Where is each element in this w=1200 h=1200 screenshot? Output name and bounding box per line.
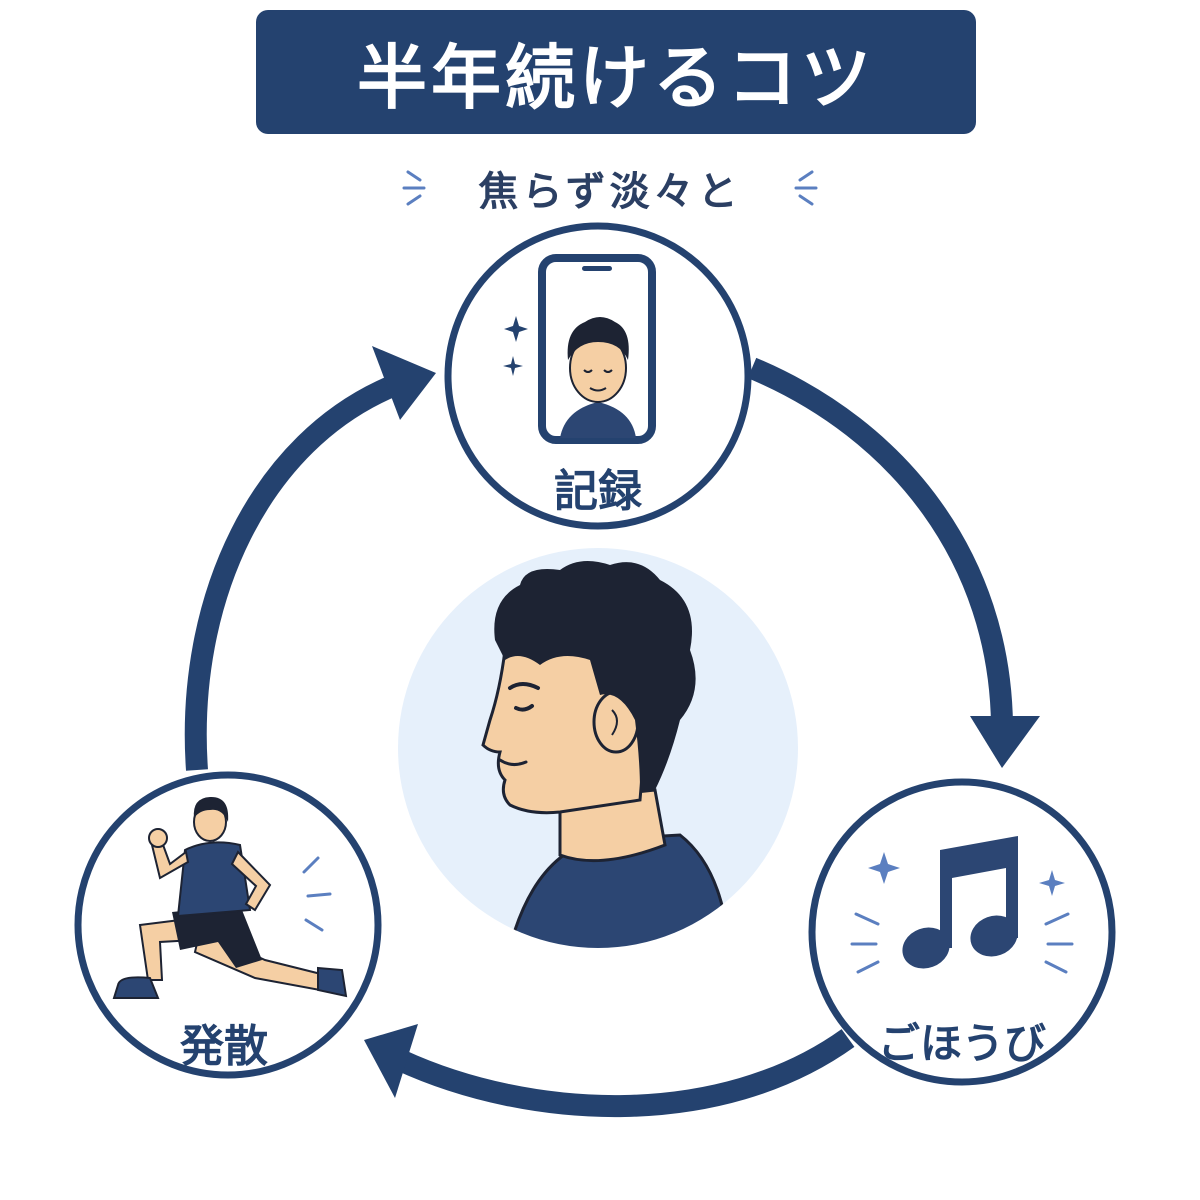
node-label-release: 発散 (180, 1021, 268, 1072)
vibration-lines-icon (850, 912, 1074, 974)
node-record (444, 222, 752, 530)
node-label-reward: ごほうび (877, 1019, 1047, 1068)
node-release (74, 771, 382, 1079)
center-profile (398, 548, 798, 948)
arrowhead-release (364, 1024, 418, 1098)
page-title: 半年続けるコツ (357, 36, 875, 119)
right-spark-icon (794, 170, 818, 206)
man-profile-icon (481, 561, 732, 948)
arrowhead-reward (970, 716, 1040, 768)
motion-lines-icon (302, 856, 332, 932)
arrow-record-to-reward (747, 357, 1013, 726)
sparkle-icon (868, 852, 1065, 896)
node-label-record: 記録 (554, 466, 642, 517)
subtitle-text: 焦らず淡々と (478, 169, 742, 215)
music-note-icon (902, 836, 1018, 969)
left-spark-icon (402, 170, 426, 206)
arrow-reward-to-release (395, 1029, 855, 1118)
arrowhead-record (372, 346, 436, 420)
title-banner: 半年続けるコツ (256, 10, 976, 134)
subtitle-row: 焦らず淡々と (400, 158, 820, 218)
arrow-release-to-record (184, 374, 400, 771)
arrow-heads (364, 346, 1040, 1098)
smartphone-selfie-icon (538, 254, 656, 444)
sparkle-icon (503, 316, 528, 376)
node-reward (808, 778, 1116, 1086)
running-man-icon (112, 796, 348, 999)
cycle-arrows (184, 357, 1013, 1118)
